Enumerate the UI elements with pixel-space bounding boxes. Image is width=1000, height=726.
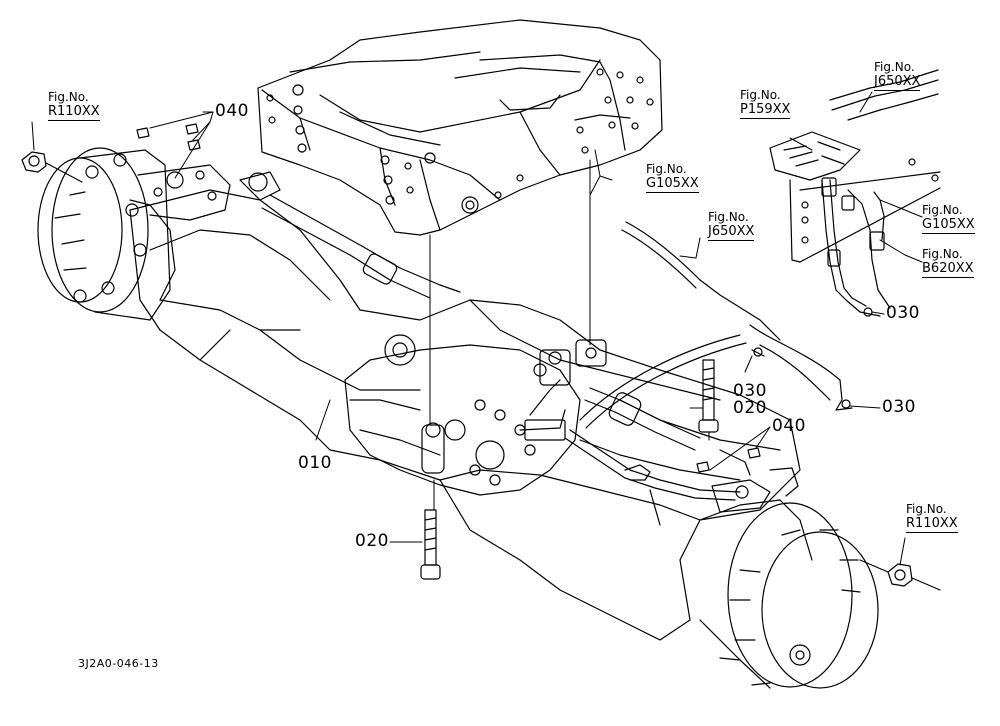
- part-number-030-hose: 030: [733, 381, 767, 401]
- figure-reference-j650-top: Fig.No. J650XX: [874, 60, 921, 91]
- frame-bracket: [257, 19, 663, 236]
- leader-lines: [31, 91, 923, 566]
- figure-reference-b620: Fig.No. B620XX: [922, 247, 974, 278]
- figure-reference-r110-left: Fig.No. R110XX: [48, 90, 100, 121]
- figure-ref-prefix: Fig.No.: [922, 247, 963, 261]
- bolt-040-group-top: [136, 123, 201, 151]
- figure-ref-prefix: Fig.No.: [906, 502, 947, 516]
- right-hub-nut: [859, 559, 941, 591]
- figure-ref-number: G105XX: [922, 217, 975, 234]
- figure-ref-number: P159XX: [740, 102, 791, 119]
- figure-ref-number: G105XX: [646, 176, 699, 193]
- figure-ref-number: R110XX: [906, 516, 958, 533]
- part-number-030-clamp: 030: [882, 397, 916, 417]
- part-number-020-bottom: 020: [355, 531, 389, 551]
- figure-ref-prefix: Fig.No.: [708, 210, 749, 224]
- figure-ref-prefix: Fig.No.: [874, 60, 915, 74]
- part-number-040-top: 040: [215, 101, 249, 121]
- bolt-020-bottom: [420, 509, 441, 580]
- figure-reference-p159: Fig.No. P159XX: [740, 88, 791, 119]
- left-hub-nut: [21, 151, 83, 183]
- figure-reference-r110-right: Fig.No. R110XX: [906, 502, 958, 533]
- figure-ref-prefix: Fig.No.: [740, 88, 781, 102]
- figure-reference-j650-mid: Fig.No. J650XX: [708, 210, 755, 241]
- figure-reference-g105-right: Fig.No. G105XX: [922, 203, 975, 234]
- sensor-bracket: [769, 69, 941, 263]
- figure-reference-g105-frame: Fig.No. G105XX: [646, 162, 699, 193]
- figure-ref-number: B620XX: [922, 261, 974, 278]
- part-number-040-right: 040: [772, 416, 806, 436]
- left-hub: [37, 147, 231, 321]
- center-differential: [344, 334, 607, 496]
- figure-ref-prefix: Fig.No.: [646, 162, 687, 176]
- bolt-040-group-right: [696, 447, 799, 513]
- figure-ref-number: J650XX: [708, 224, 755, 241]
- figure-ref-prefix: Fig.No.: [922, 203, 963, 217]
- steering-tie-rod: [239, 171, 751, 476]
- figure-ref-number: J650XX: [874, 74, 921, 91]
- wiring-harness: [751, 177, 891, 411]
- right-hub: [699, 499, 879, 689]
- part-number-010: 010: [298, 453, 332, 473]
- axle-housing: [129, 189, 801, 641]
- hydraulic-hose: [564, 221, 831, 501]
- part-number-020-right: 020: [733, 398, 767, 418]
- figure-ref-prefix: Fig.No.: [48, 90, 89, 104]
- drawing-code: 3J2A0-046-13: [78, 657, 159, 670]
- figure-ref-number: R110XX: [48, 104, 100, 121]
- part-number-030-harness: 030: [886, 303, 920, 323]
